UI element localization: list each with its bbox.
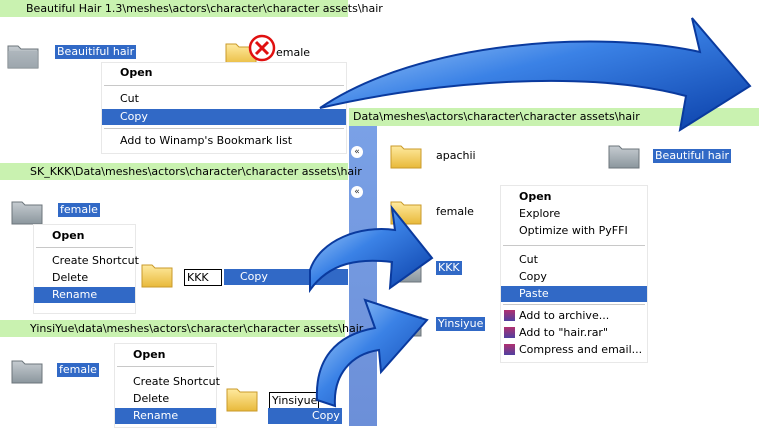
menu-item-copy[interactable]: Copy (519, 270, 547, 283)
folder-label-apachii[interactable]: apachii (436, 149, 476, 162)
address-text: Data\meshes\actors\character\character a… (353, 110, 640, 123)
curved-arrow-to-yinsiyue-icon (315, 298, 429, 408)
address-text: YinsiYue\data\meshes\actors\character\ch… (30, 322, 364, 335)
context-menu: Open Create Shortcut Delete Rename (114, 343, 220, 428)
menu-item-open[interactable]: Open (120, 66, 153, 79)
winrar-icon (504, 327, 515, 338)
menu-item-compress-email[interactable]: Compress and email... (519, 343, 643, 356)
menu-item-create-shortcut[interactable]: Create Shortcut (133, 375, 220, 388)
menu-item-delete[interactable]: Delete (133, 392, 170, 405)
menu-item-open[interactable]: Open (52, 229, 85, 242)
menu-item-cut[interactable]: Cut (120, 92, 139, 105)
folder-label-female[interactable]: female (436, 205, 474, 218)
menu-item-copy[interactable]: Copy (102, 109, 346, 125)
folder-icon[interactable] (140, 257, 174, 291)
window-beautiful-hair: Beautiful Hair 1.3\meshes\actors\charact… (0, 0, 383, 165)
menu-item-delete[interactable]: Delete (52, 271, 89, 284)
address-text: SK_KKK\Data\meshes\actors\character\char… (30, 165, 362, 178)
rename-input[interactable]: Yinsiyue (269, 392, 319, 409)
folder-icon[interactable] (6, 38, 40, 72)
folder-label-beautiful-hair[interactable]: Beautiful hair (653, 149, 732, 163)
address-bar[interactable]: YinsiYue\data\meshes\actors\character\ch… (0, 320, 363, 337)
folder-label-beautiful-hair[interactable]: Beauitiful hair (55, 45, 137, 59)
menu-separator (117, 366, 214, 367)
menu-item-paste[interactable]: Paste (501, 286, 647, 302)
folder-icon[interactable] (10, 194, 44, 228)
context-menu: Open Explore Optimize with PyFFI Cut Cop… (500, 185, 648, 363)
copy-highlight[interactable]: Copy (268, 408, 342, 424)
rename-input[interactable]: KKK (184, 269, 222, 286)
menu-item-create-shortcut[interactable]: Create Shortcut (52, 254, 139, 267)
menu-item-add-to-archive[interactable]: Add to archive... (519, 309, 610, 322)
window-sk-kkk: SK_KKK\Data\meshes\actors\character\char… (0, 158, 362, 316)
folder-label-female[interactable]: female (58, 203, 100, 217)
menu-item-rename[interactable]: Rename (115, 408, 216, 424)
folder-icon[interactable] (389, 138, 423, 172)
menu-item-open[interactable]: Open (133, 348, 166, 361)
sidebar-strip (349, 126, 377, 426)
address-bar[interactable]: Beautiful Hair 1.3\meshes\actors\charact… (0, 0, 383, 17)
menu-separator (503, 245, 645, 246)
menu-item-add-to-hair-rar[interactable]: Add to "hair.rar" (519, 326, 609, 339)
folder-icon[interactable] (225, 381, 259, 415)
menu-item-rename[interactable]: Rename (34, 287, 135, 303)
copy-label: Copy (240, 270, 268, 283)
folder-icon[interactable] (607, 138, 641, 172)
menu-separator (104, 85, 344, 86)
delete-x-icon (248, 34, 276, 62)
context-menu: Open Create Shortcut Delete Rename (33, 224, 139, 314)
menu-item-optimize-pyffi[interactable]: Optimize with PyFFI (519, 224, 628, 237)
window-yinsiyue: YinsiYue\data\meshes\actors\character\ch… (0, 316, 363, 428)
winrar-icon (504, 344, 515, 355)
winrar-icon (504, 310, 515, 321)
address-bar[interactable]: Data\meshes\actors\character\character a… (349, 108, 759, 126)
context-menu: Open Cut Copy Add to Winamp's Bookmark l… (101, 62, 347, 154)
folder-icon[interactable] (10, 353, 44, 387)
menu-item-cut[interactable]: Cut (519, 253, 538, 266)
menu-separator (36, 247, 133, 248)
folder-label-yinsiyue[interactable]: Yinsiyue (436, 317, 486, 331)
menu-item-add-to-winamp[interactable]: Add to Winamp's Bookmark list (120, 134, 293, 147)
collapse-chevron-icon[interactable]: « (351, 146, 363, 158)
folder-label-female[interactable]: female (57, 363, 99, 377)
menu-separator (503, 304, 645, 305)
big-curved-arrow-icon (319, 17, 752, 133)
address-text: Beautiful Hair 1.3\meshes\actors\charact… (26, 2, 383, 15)
collapse-chevron-icon[interactable]: « (351, 186, 363, 198)
folder-label-female[interactable]: emale (276, 46, 311, 59)
menu-item-explore[interactable]: Explore (519, 207, 561, 220)
address-bar[interactable]: SK_KKK\Data\meshes\actors\character\char… (0, 163, 362, 180)
curved-arrow-to-kkk-icon (309, 204, 434, 294)
folder-label-kkk[interactable]: KKK (436, 261, 462, 275)
menu-item-open[interactable]: Open (519, 190, 552, 203)
menu-separator (104, 128, 344, 129)
copy-label: Copy (312, 409, 340, 422)
